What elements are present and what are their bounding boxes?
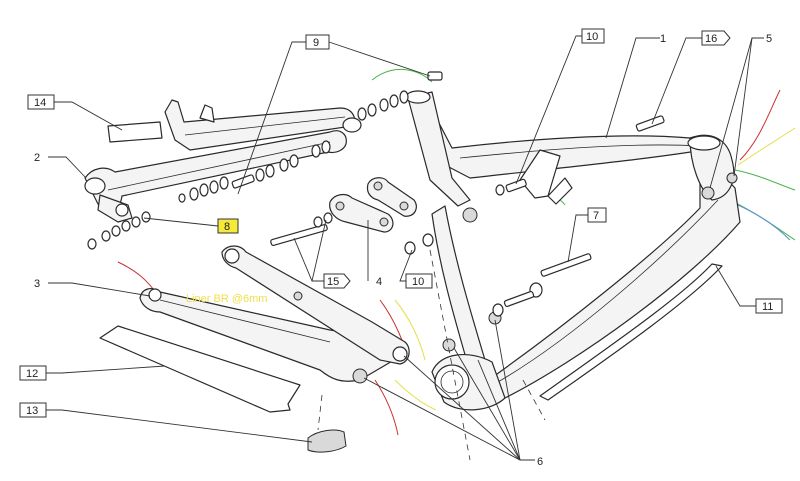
label-10-upper: 10: [581, 28, 605, 44]
label-7-text: 7: [593, 210, 599, 222]
label-9: 9: [305, 34, 330, 50]
main-frame: [405, 90, 741, 461]
label-15-text: 15: [327, 276, 339, 288]
label-1: 1: [660, 33, 666, 45]
label-13-text: 13: [26, 405, 38, 417]
label-12-text: 12: [26, 368, 38, 380]
label-16-text: 16: [705, 33, 717, 45]
label-6: 6: [537, 456, 543, 468]
label-1-text: 1: [660, 33, 666, 45]
label-8-text: 8: [224, 221, 230, 233]
label-2: 2: [34, 152, 40, 164]
label-2-text: 2: [34, 152, 40, 164]
label-10-upper-text: 10: [586, 31, 598, 43]
label-4-text: 4: [376, 276, 382, 288]
label-10-lower-text: 10: [412, 276, 424, 288]
label-15: 15: [323, 273, 351, 289]
label-16: 16: [701, 30, 731, 46]
label-14-text: 14: [34, 97, 46, 109]
label-11: 11: [755, 298, 783, 314]
label-8: 8: [217, 218, 239, 234]
label-11-text: 11: [762, 301, 773, 313]
accessories: [99, 121, 723, 453]
leader-lines: [46, 35, 764, 461]
label-3: 3: [34, 278, 40, 290]
label-5: 5: [766, 33, 772, 45]
label-7: 7: [587, 207, 607, 223]
seat-stay-link: [84, 99, 362, 223]
liner-note: Liner BR @6mm: [186, 293, 267, 305]
label-5-text: 5: [766, 33, 772, 45]
label-13: 13: [19, 402, 47, 418]
label-4: 4: [376, 276, 382, 288]
chainstay: [139, 245, 410, 431]
label-12: 12: [19, 365, 47, 381]
label-3-text: 3: [34, 278, 40, 290]
label-9-text: 9: [313, 37, 319, 49]
label-14: 14: [27, 94, 55, 110]
label-10-lower: 10: [405, 273, 433, 289]
rocker-links: [329, 177, 417, 233]
label-6-text: 6: [537, 456, 543, 468]
